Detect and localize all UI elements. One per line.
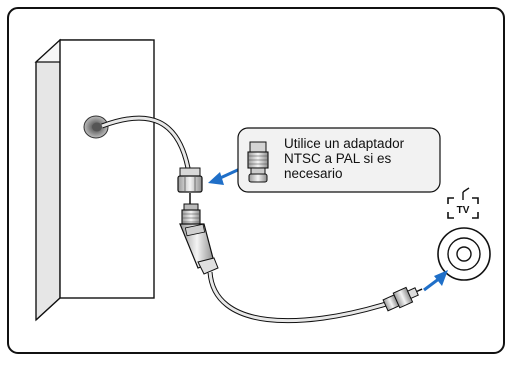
ntsc-pal-adapter-icon: [247, 141, 269, 183]
callout-line-3: necesario: [284, 166, 343, 181]
callout-line-2: NTSC a PAL si es: [284, 151, 392, 166]
wall-outlet-icon: [34, 38, 155, 322]
callout-bubble: Utilice un adaptador NTSC a PAL si es ne…: [237, 127, 441, 193]
coax-cable-icon: [101, 115, 423, 324]
tv-antenna-port-icon: [437, 227, 491, 281]
callout-line-1: Utilice un adaptador: [284, 136, 405, 151]
port-arrow-icon: [423, 270, 448, 292]
tv-symbol-icon: TV: [447, 187, 479, 219]
tv-symbol-label: TV: [457, 205, 470, 216]
